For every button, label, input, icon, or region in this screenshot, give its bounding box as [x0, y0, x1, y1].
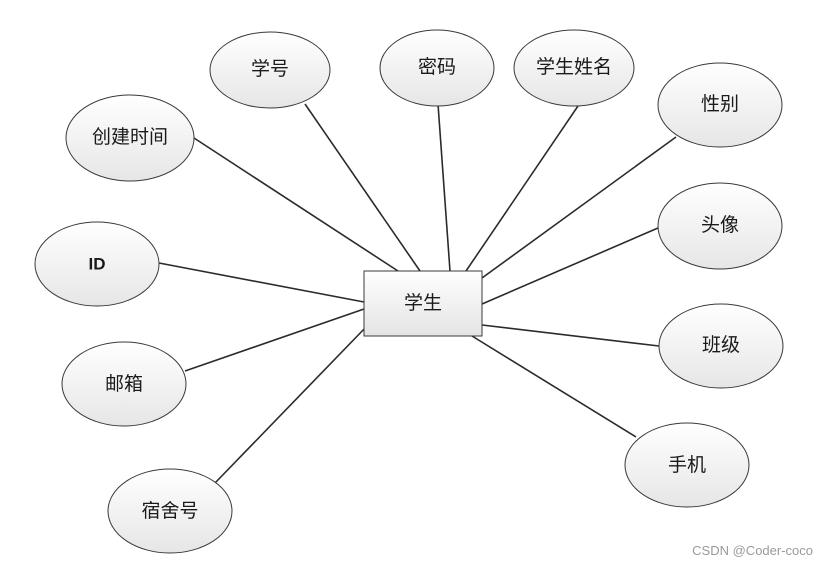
attribute-label: 头像	[701, 214, 739, 236]
attribute-mima: 密码	[379, 29, 495, 107]
connector-banji	[481, 324, 660, 347]
connector-sushe	[214, 325, 368, 484]
attribute-youxiang: 邮箱	[61, 341, 187, 427]
attribute-touxiang: 头像	[657, 182, 783, 270]
attribute-label: 邮箱	[105, 373, 143, 395]
attribute-xingbie: 性别	[657, 62, 783, 148]
connector-shouji	[471, 335, 637, 438]
attribute-label: 性别	[701, 93, 739, 115]
attribute-xingming: 学生姓名	[513, 29, 635, 107]
attribute-banji: 班级	[658, 303, 784, 389]
attribute-label: 学生姓名	[536, 56, 612, 78]
attribute-label: 手机	[668, 454, 706, 476]
connector-id	[158, 262, 365, 303]
connector-mima	[437, 103, 451, 272]
connectors	[158, 103, 677, 484]
attribute-label: 学号	[251, 58, 289, 80]
attribute-sushe: 宿舍号	[107, 468, 233, 554]
attribute-id: ID	[34, 221, 160, 307]
connector-xingbie	[481, 136, 677, 279]
attribute-label: 创建时间	[92, 126, 168, 148]
attribute-chuangjian: 创建时间	[65, 94, 195, 182]
watermark: CSDN @Coder-coco	[692, 543, 813, 558]
connector-touxiang	[481, 227, 659, 305]
attribute-xuehao: 学号	[209, 31, 331, 109]
attribute-label: 班级	[702, 334, 740, 356]
entity-label: 学生	[404, 292, 442, 314]
attribute-label: 宿舍号	[141, 500, 198, 522]
attribute-label: ID	[89, 255, 106, 274]
entity-student: 学生	[363, 270, 483, 337]
attribute-label: 密码	[418, 56, 456, 78]
connector-chuangjian	[193, 137, 399, 272]
connector-xuehao	[304, 103, 421, 272]
connector-youxiang	[184, 308, 365, 372]
attribute-shouji: 手机	[624, 422, 750, 508]
connector-xingming	[465, 105, 579, 272]
